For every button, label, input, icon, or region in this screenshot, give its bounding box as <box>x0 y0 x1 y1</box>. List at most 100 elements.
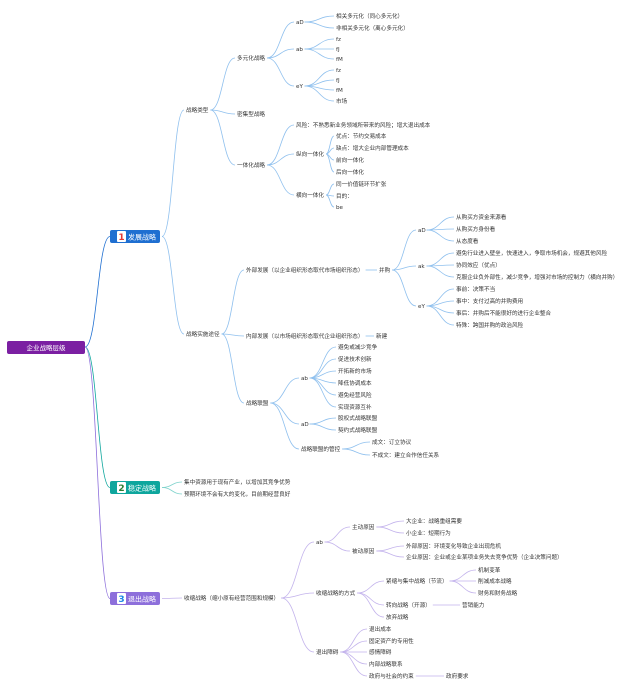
node-label-branch3-c1-2b[interactable]: 企业原因：企业或企业某项业务失去竞争优势（企业决策问题） <box>406 553 563 561</box>
node-label-branch1-b1-3b[interactable]: 事中：支付过高的并购费用 <box>456 297 523 305</box>
node-label-branch1-a3-0[interactable]: 风险：不熟悉新业务领域所带来的风险；增大退出成本 <box>296 121 431 129</box>
node-label-branch3-c1[interactable]: ab <box>316 540 323 546</box>
node-label-branch1-b3-1[interactable]: ab <box>301 376 308 382</box>
root-label: 企业战略层级 <box>27 343 67 352</box>
node-label-branch1-b3-3[interactable]: 战略联盟的管控 <box>301 445 341 453</box>
branch-number-2: 2 <box>118 484 124 494</box>
node-label-branch1-b3-1c[interactable]: 开拓新的市场 <box>338 367 372 375</box>
node-label-branch1-a3-1d[interactable]: 后向一体化 <box>336 168 364 176</box>
node-label-branch3-c1-2a[interactable]: 外部原因：环境变化导致企业出现危机 <box>406 542 502 550</box>
root-node[interactable]: 企业战略层级 <box>7 341 85 354</box>
node-label-branch1-b3-1d[interactable]: 降低协调成本 <box>338 379 372 387</box>
node-label-branch1-b1[interactable]: 外部发展（以企业组织形态取代市场组织形态） <box>246 266 363 274</box>
node-label-branch1-a1-2c[interactable]: fM <box>336 57 343 63</box>
node-label-branch1-a[interactable]: 战略类型 <box>186 106 209 114</box>
connector-line <box>161 481 183 488</box>
node-label-branch3-c1-1b[interactable]: 小企业：短期行为 <box>406 529 451 537</box>
node-label-branch1-b1-3[interactable]: eY <box>418 304 425 310</box>
node-label-branch1-b3-3b[interactable]: 不成文：建立合作信任关系 <box>372 451 440 459</box>
node-label-branch1-b1-1[interactable]: aD <box>418 228 426 234</box>
node-label-branch1-a1-1[interactable]: aD <box>296 20 304 26</box>
connector-line <box>325 153 335 173</box>
node-label-branch1-b1-3c[interactable]: 事后：并购后不能很好的进行企业整合 <box>456 309 552 317</box>
node-label-branch3-c[interactable]: 收缩战略（缩小原有经营范围和规模） <box>184 594 279 602</box>
node-label-branch1-b3-2a[interactable]: 股权式战略联盟 <box>338 414 378 422</box>
node-label-branch1-b3-1b[interactable]: 促进技术创新 <box>338 355 372 363</box>
node-label-branch3-c1-1[interactable]: 主动原因 <box>352 523 375 531</box>
node-label-branch1-a1-3d[interactable]: 市场 <box>336 97 348 105</box>
connector-line <box>340 651 368 665</box>
node-label-branch3-c2-1[interactable]: 紧缩与集中战略（节流） <box>386 577 448 585</box>
node-label-branch1-a3-1c[interactable]: 前向一体化 <box>336 156 364 164</box>
connector-line <box>340 651 368 677</box>
connector-line <box>210 57 236 111</box>
node-label-branch1-b3[interactable]: 战略联盟 <box>246 399 269 407</box>
node-label-branch1-b2[interactable]: 内部发展（以市场组织形态取代企业组织形态） <box>246 332 363 340</box>
node-label-branch1-b1-2c[interactable]: 克服企业负外部性，减少竞争，增强对市场的控制力（横向并购） <box>456 273 618 281</box>
node-label-branch3-c2[interactable]: 收缩战略的方式 <box>316 589 356 597</box>
node-label-branch1-a1-2[interactable]: ab <box>296 47 303 53</box>
node-label-branch1-a1-2b[interactable]: fJ <box>336 47 340 53</box>
node-label-branch3-c3-3[interactable]: 感情障碍 <box>369 648 392 656</box>
node-label-branch1-a3-2[interactable]: 横向一体化 <box>296 191 324 199</box>
node-label-branch1-a2[interactable]: 密集型战略 <box>237 110 265 118</box>
node-label-branch1-a1-1b[interactable]: 非相关多元化（离心多元化） <box>336 24 409 32</box>
connector-line <box>309 423 337 431</box>
node-label-branch1-b1-1b[interactable]: 从购买方身份看 <box>456 225 496 233</box>
branch-node-stability[interactable]: 2 稳定战略 <box>110 481 160 494</box>
node-label-branch1-a1-2a[interactable]: fz <box>336 37 341 43</box>
node-label-branch3-c2-1c[interactable]: 财务和财务战略 <box>478 589 518 597</box>
node-label-branch1-b1-2b[interactable]: 协同效应（优点） <box>456 261 501 269</box>
node-label-branch1-b[interactable]: 战略实施途径 <box>186 330 220 338</box>
node-label-branch3-c3-2[interactable]: 固定资产的专用性 <box>369 637 414 645</box>
branch-node-development[interactable]: 1 发展战略 <box>110 230 160 243</box>
connector-line <box>325 183 335 196</box>
node-label-branch1-b3-1e[interactable]: 避免经营风险 <box>338 391 372 399</box>
node-label-branch1-a3-1b[interactable]: 缺点：增大企业内部管理成本 <box>336 144 409 152</box>
node-label-branch3-c3-5m[interactable]: 政府要求 <box>446 672 469 680</box>
node-label-branch1-a1[interactable]: 多元化战略 <box>237 54 265 62</box>
node-label-branch1-b3-3a[interactable]: 成文：订立协议 <box>372 438 412 446</box>
node-label-branch1-b1-3a[interactable]: 事前：决策不当 <box>456 285 495 293</box>
node-label-branch1-b3-1a[interactable]: 避免或减少竞争 <box>338 343 378 351</box>
node-label-branch3-c1-2[interactable]: 被动原因 <box>352 547 375 555</box>
node-label-branch3-c2-3[interactable]: 放弃战略 <box>386 613 409 621</box>
connector-line <box>449 569 477 582</box>
node-label-branch1-b3-2b[interactable]: 契约式战略联盟 <box>338 426 378 434</box>
node-label-branch3-c2-1b[interactable]: 削减成本战略 <box>478 577 512 585</box>
node-label-branch1-a3-1[interactable]: 纵向一体化 <box>296 150 324 158</box>
node-label-branch3-c2-1a[interactable]: 机制变革 <box>478 566 501 574</box>
node-label-branch1-b3-2[interactable]: aD <box>301 422 309 428</box>
node-label-branch1-a3-1a[interactable]: 优点：节约交易成本 <box>336 132 387 140</box>
node-label-branch1-a1-3[interactable]: eY <box>296 84 303 90</box>
branch-node-exit[interactable]: 3 退出战略 <box>110 592 160 605</box>
node-label-branch3-c2-2[interactable]: 转向战略（开源） <box>386 601 431 609</box>
node-label-branch1-a3-2b[interactable]: 目的： <box>336 192 353 200</box>
node-label-branch3-c2-2m[interactable]: 营销能力 <box>462 601 485 609</box>
node-label-branch1-a3-2a[interactable]: 同一价值链环节扩张 <box>336 180 387 188</box>
node-label-branch1-b2-m[interactable]: 新建 <box>376 332 388 340</box>
node-label-branch1-a1-3b[interactable]: fJ <box>336 78 340 84</box>
node-label-branch1-a1-3a[interactable]: fz <box>336 68 341 74</box>
node-label-branch1-b1-3d[interactable]: 特殊：跨国并购的政治风险 <box>456 321 524 329</box>
node-label-branch2-s1[interactable]: 集中资源用于现有产业，以增加其竞争优势 <box>184 478 291 486</box>
node-label-branch1-a1-3c[interactable]: fM <box>336 88 343 94</box>
node-label-branch3-c1-1a[interactable]: 大企业：战略重组需要 <box>406 517 462 525</box>
node-label-branch3-c3-1[interactable]: 退出成本 <box>369 625 392 633</box>
node-label-branch3-c3-4[interactable]: 内部战略联系 <box>369 660 403 668</box>
node-label-branch1-b1-1c[interactable]: 从态度看 <box>456 237 479 245</box>
node-label-branch2-s2[interactable]: 预期环境不会有大的变化，目前期经营良好 <box>184 490 291 498</box>
node-label-branch1-b1-m[interactable]: 并购 <box>379 266 391 274</box>
node-labels: 战略类型 多元化战略 aD 相关多元化（同心多元化） 非相关多元化（离心多元化） ab fz… <box>184 12 618 680</box>
node-label-branch1-b3-1f[interactable]: 实现资源互补 <box>338 403 372 411</box>
node-label-branch1-b1-2a[interactable]: 避免行业进入壁垒，快速进入，争取市场机会，规避其他风险 <box>456 249 607 257</box>
node-label-branch1-a1-1a[interactable]: 相关多元化（同心多元化） <box>336 12 403 20</box>
node-label-branch1-b1-1a[interactable]: 从购买方资金来源看 <box>456 213 507 221</box>
node-label-branch3-c3-5[interactable]: 政府与社会的约束 <box>369 672 414 680</box>
node-label-branch1-b1-2[interactable]: ak <box>418 264 425 270</box>
node-label-branch3-c3[interactable]: 退出障碍 <box>316 648 339 656</box>
node-label-branch1-a3[interactable]: 一体化战略 <box>237 161 265 169</box>
node-label-branch1-a3-2c[interactable]: be <box>336 205 344 211</box>
connector-line <box>270 402 300 425</box>
